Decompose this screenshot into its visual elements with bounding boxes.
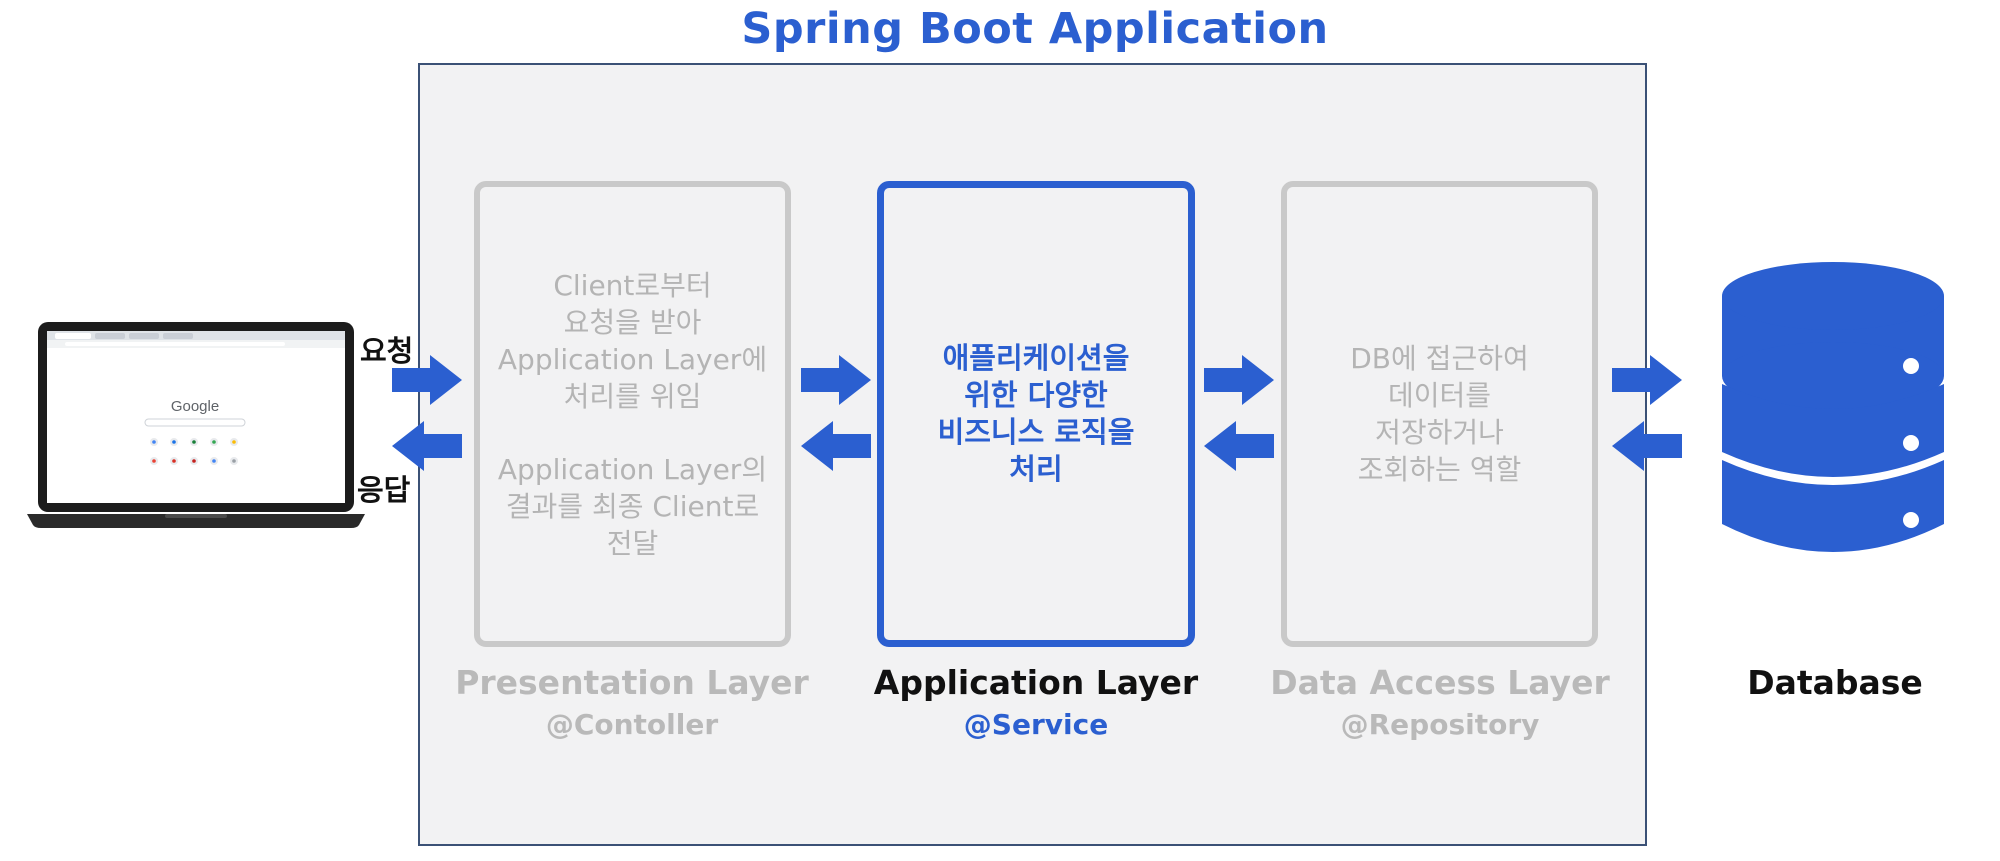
arrow-left-icon [1204, 421, 1274, 471]
response-label: 응답 [357, 473, 411, 507]
arrow-right-icon [392, 355, 462, 405]
presentation-layer-description: Application Layer의 결과를 최종 Client로 전달 [497, 452, 768, 560]
arrow-left-icon [392, 421, 462, 471]
laptop-client-icon: Google [25, 320, 367, 532]
presentation-layer-description: Client로부터 요청을 받아 Application Layer에 처리를 … [497, 268, 768, 413]
presentation-layer-name: Presentation Layer [455, 663, 809, 702]
presentation-layer-box: Client로부터 요청을 받아 Application Layer에 처리를 … [474, 181, 791, 647]
application-layer-annotation: @Service [963, 708, 1109, 741]
arrow-right-icon [1204, 355, 1274, 405]
arrow-right-icon [801, 355, 871, 405]
data-access-layer-annotation: @Repository [1340, 708, 1540, 741]
application-layer-box: 애플리케이션을 위한 다양한 비즈니스 로직을 처리 [877, 181, 1195, 647]
arrow-left-icon [801, 421, 871, 471]
browser-logo-text: Google [171, 398, 219, 415]
data-access-layer-description: DB에 접근하여 데이터를 저장하거나 조회하는 역할 [1350, 342, 1529, 486]
arrow-left-icon [1612, 421, 1682, 471]
database-label: Database [1747, 663, 1923, 702]
presentation-layer-annotation: @Contoller [545, 708, 719, 741]
application-layer-description: 애플리케이션을 위한 다양한 비즈니스 로직을 처리 [937, 341, 1135, 486]
arrow-right-icon [1612, 355, 1682, 405]
diagram-title: Spring Boot Application [741, 4, 1329, 54]
request-label: 요청 [360, 334, 414, 368]
data-access-layer-name: Data Access Layer [1270, 663, 1610, 702]
database-cylinder-icon [1722, 262, 1944, 560]
data-access-layer-box: DB에 접근하여 데이터를 저장하거나 조회하는 역할 [1281, 181, 1598, 647]
application-layer-name: Application Layer [873, 663, 1199, 702]
